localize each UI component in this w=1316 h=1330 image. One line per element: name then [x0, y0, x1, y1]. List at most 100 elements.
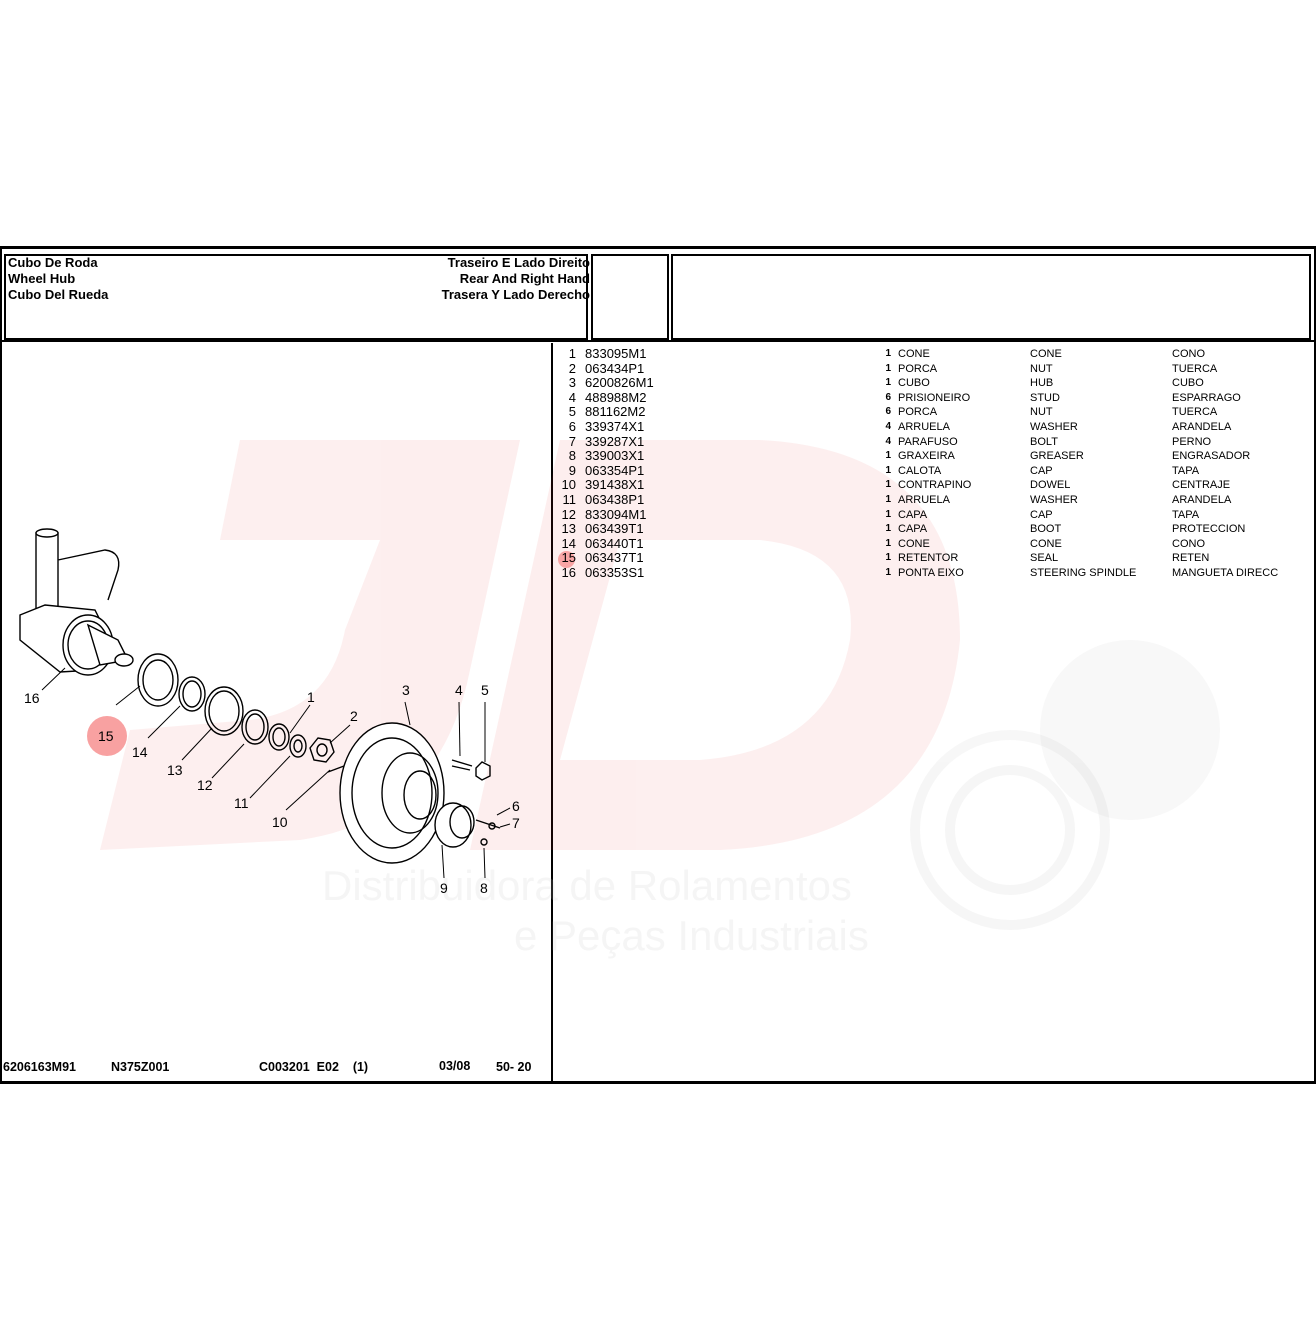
callout-8: 8 [480, 880, 488, 896]
callout-15-highlight[interactable] [87, 716, 127, 756]
part-name-pt: PRISIONEIRO [898, 391, 971, 404]
part-name-es: RETEN [1172, 552, 1210, 565]
part-number-index: 2 [568, 360, 576, 376]
footer-ref: 6206163M91 [3, 1060, 76, 1074]
part-quantity: 1 [885, 348, 891, 359]
part-quantity: 1 [885, 552, 891, 564]
callout-13: 13 [167, 762, 183, 778]
header-mid-box [591, 254, 669, 340]
part-number-index: 9 [568, 462, 576, 478]
part-name-en: HUB [1030, 377, 1054, 390]
callout-9: 9 [440, 880, 448, 896]
part-code: 063353S1 [585, 564, 645, 580]
position-pt: Traseiro E Lado Direito [447, 255, 590, 270]
part-quantity: 1 [885, 523, 891, 535]
part-name-pt: CAPA [898, 508, 928, 521]
part-name-es: PROTECCION [1172, 523, 1246, 536]
position-es: Trasera Y Lado Derecho [441, 287, 590, 302]
callout-5: 5 [481, 682, 489, 698]
watermark-line1: Distribuidora de Rolamentos [322, 862, 852, 909]
part-name-es: TUERCA [1172, 406, 1218, 419]
steering-spindle-part [19, 528, 134, 676]
title-pt: Cubo De Roda [8, 255, 98, 270]
part-name-es: TAPA [1172, 508, 1200, 521]
part-name-en: SEAL [1030, 552, 1059, 565]
header-divider [0, 340, 1316, 342]
part-quantity: 1 [885, 464, 891, 476]
part-code: 063437T1 [585, 550, 644, 566]
part-name-en: WASHER [1030, 493, 1078, 506]
callout-12: 12 [197, 777, 213, 793]
part-name-pt: GRAXEIRA [898, 450, 955, 463]
title-es: Cubo Del Rueda [8, 287, 109, 302]
part-number-index: 8 [568, 448, 576, 464]
part-name-en: DOWEL [1030, 479, 1071, 492]
part-row[interactable]: 12 833094M1 1 CAPA CAP TAPA [556, 506, 1306, 523]
part-name-pt: CONE [898, 537, 930, 550]
header-title-box [4, 254, 588, 340]
part-code: 6200826M1 [585, 375, 654, 391]
part-name-es: ARANDELA [1172, 493, 1232, 506]
part-name-en: CONE [1030, 348, 1062, 360]
title-en: Wheel Hub [8, 271, 76, 286]
part-number-index: 12 [561, 506, 576, 522]
callout-2: 2 [350, 708, 358, 724]
part-name-es: CONO [1172, 348, 1205, 360]
part-name-pt: PONTA EIXO [898, 566, 964, 579]
part-name-en: BOOT [1030, 523, 1062, 536]
part-number-index: 10 [561, 477, 576, 493]
part-name-pt: CONE [898, 348, 930, 360]
part-name-en: NUT [1030, 406, 1053, 419]
part-name-en: GREASER [1030, 450, 1084, 463]
part-quantity: 6 [885, 391, 891, 403]
page-frame [0, 246, 1316, 1084]
callout-16: 16 [24, 690, 40, 706]
part-quantity: 1 [885, 377, 891, 389]
callout-10: 10 [272, 814, 288, 830]
part-code: 063438P1 [585, 491, 645, 507]
part-code: 488988M2 [585, 389, 647, 405]
part-code: 063439T1 [585, 521, 644, 537]
footer-page: 50- 20 [496, 1060, 532, 1074]
part-code: 339003X1 [585, 448, 645, 464]
wheel-hub-diagram: 16 14 13 12 11 10 1 2 3 4 5 6 7 8 9 [19, 528, 520, 896]
part-name-en: STEERING SPINDLE [1030, 566, 1137, 579]
part-quantity: 1 [885, 508, 891, 520]
part-name-es: CUBO [1172, 377, 1204, 390]
row-highlight [558, 551, 575, 569]
part-name-en: CAP [1030, 508, 1053, 521]
part-quantity: 1 [885, 362, 891, 374]
part-code: 063354P1 [585, 462, 645, 478]
part-code: 881162M2 [585, 404, 646, 420]
part-quantity: 4 [885, 420, 891, 432]
part-name-es: ENGRASADOR [1172, 450, 1251, 463]
part-number-index: 13 [561, 521, 576, 537]
callout-14: 14 [132, 744, 148, 760]
part-quantity: 1 [885, 566, 891, 578]
part-name-es: ESPARRAGO [1172, 391, 1241, 404]
part-code: 833094M1 [585, 506, 647, 522]
part-quantity: 4 [885, 435, 891, 447]
part-number-index: 5 [568, 404, 576, 420]
position-en: Rear And Right Hand [459, 271, 590, 286]
footer-doc: C003201 E02 (1) [259, 1060, 369, 1074]
part-number-index: 4 [568, 389, 576, 405]
part-number-index: 11 [562, 491, 577, 507]
seal-part [137, 653, 179, 707]
part-name-pt: CUBO [898, 377, 930, 390]
